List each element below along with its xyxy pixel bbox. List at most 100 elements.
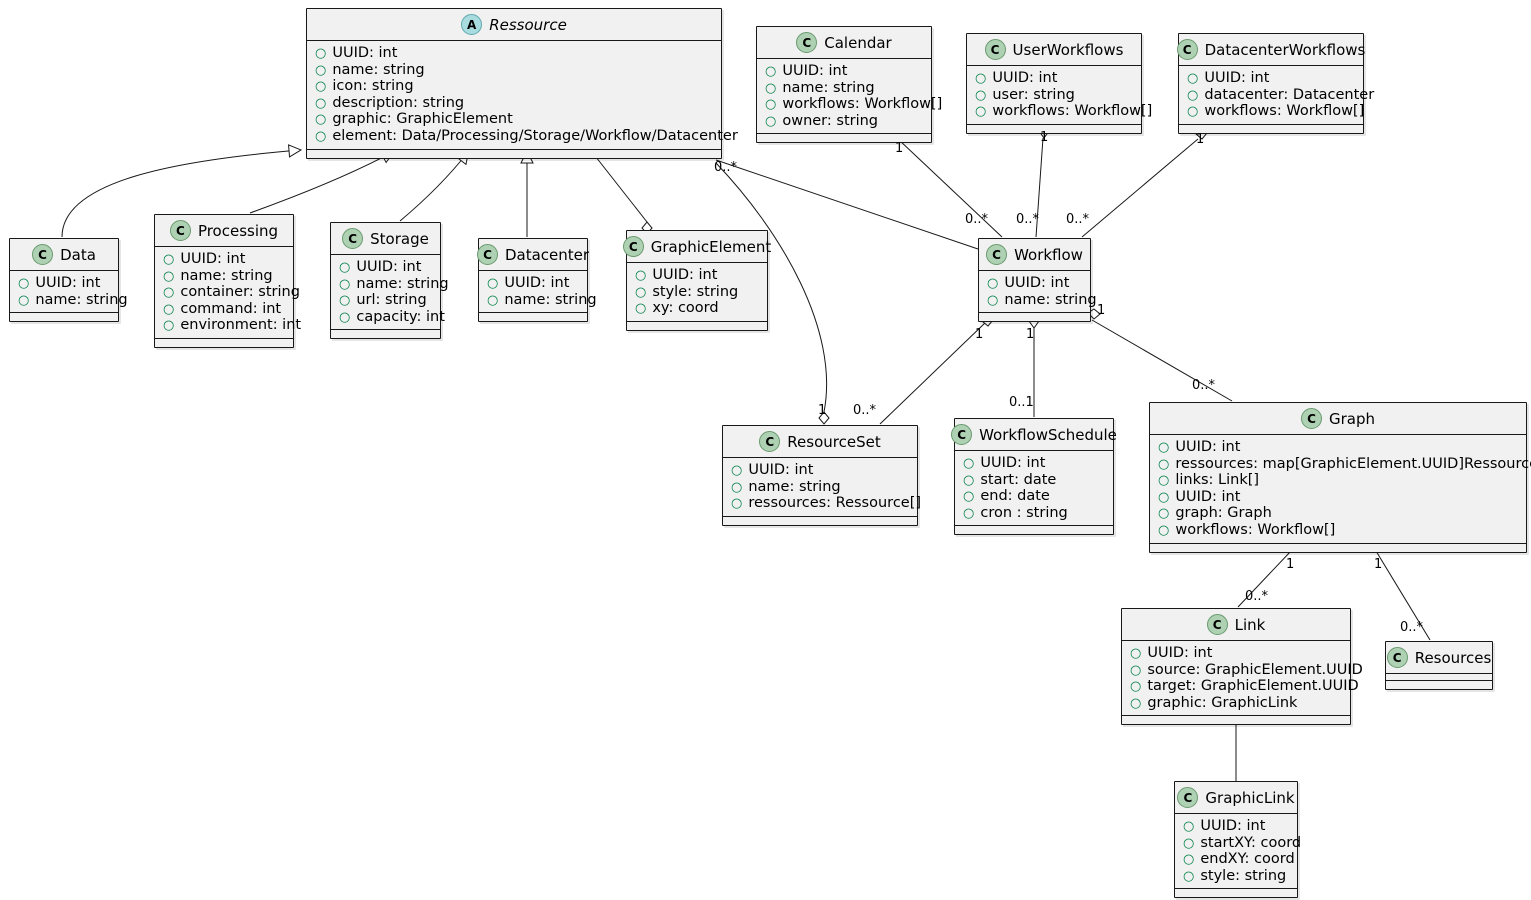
- attribute-row: ○graphic: GraphicLink: [1130, 695, 1342, 712]
- visibility-public-icon: ○: [1158, 506, 1170, 522]
- attribute-label: graph: Graph: [1175, 505, 1272, 522]
- attribute-label: UUID: int: [652, 267, 718, 283]
- visibility-public-icon: ○: [765, 64, 777, 79]
- attribute-row: ○UUID: int: [315, 45, 713, 62]
- attribute-row: ○style: string: [1183, 868, 1289, 885]
- visibility-public-icon: ○: [731, 479, 743, 495]
- attribute-row: ○name: string: [163, 268, 285, 285]
- attribute-label: UUID: int: [980, 455, 1046, 471]
- attribute-row: ○workflows: Workflow[]: [975, 103, 1152, 120]
- attribute-label: end: date: [980, 488, 1050, 505]
- attribute-label: environment: int: [180, 317, 302, 334]
- attribute-label: start: date: [980, 471, 1057, 488]
- class-title-resourceset: ResourceSet: [787, 432, 881, 451]
- class-title-graphiclink: GraphicLink: [1205, 788, 1295, 807]
- visibility-public-icon: ○: [315, 46, 327, 61]
- visibility-public-icon: ○: [1158, 456, 1170, 472]
- multiplicity-label: 0..*: [1016, 212, 1040, 227]
- edge-processing-to-ressource: [249, 152, 393, 214]
- visibility-public-icon: ○: [1158, 522, 1170, 538]
- visibility-public-icon: ○: [765, 113, 777, 129]
- attribute-label: cron : string: [980, 504, 1068, 521]
- multiplicity-label: 1: [1374, 557, 1383, 572]
- visibility-public-icon: ○: [339, 276, 351, 292]
- edge-storage-to-ressource: [399, 152, 468, 222]
- attribute-row: ○name: string: [487, 292, 597, 309]
- attribute-label: icon: string: [332, 78, 414, 95]
- attribute-row: ○owner: string: [765, 113, 923, 130]
- class-methods-calendar: [757, 134, 931, 143]
- multiplicity-label: 1: [1286, 557, 1295, 572]
- attribute-row: ○name: string: [765, 80, 923, 97]
- attribute-label: UUID: int: [1147, 645, 1213, 661]
- visibility-public-icon: ○: [1183, 868, 1195, 884]
- class-icon: C: [759, 431, 781, 452]
- visibility-public-icon: ○: [765, 97, 777, 113]
- class-header-resourceset: C ResourceSet: [723, 426, 917, 458]
- class-attributes-datacenter: ○UUID: int○name: string: [479, 271, 597, 314]
- attribute-row: ○UUID: int: [1187, 70, 1355, 87]
- attribute-row: ○capacity: int: [339, 309, 445, 326]
- visibility-public-icon: ○: [987, 276, 999, 291]
- visibility-public-icon: ○: [18, 276, 30, 291]
- visibility-public-icon: ○: [963, 456, 975, 471]
- visibility-public-icon: ○: [963, 489, 975, 505]
- visibility-public-icon: ○: [1130, 662, 1142, 678]
- class-title-link: Link: [1234, 615, 1266, 634]
- attribute-label: UUID: int: [1175, 488, 1241, 505]
- class-title-workflow: Workflow: [1014, 245, 1083, 264]
- visibility-public-icon: ○: [315, 112, 327, 128]
- visibility-public-icon: ○: [339, 309, 351, 325]
- attribute-label: source: GraphicElement.UUID: [1147, 661, 1363, 678]
- visibility-public-icon: ○: [315, 79, 327, 95]
- attribute-row: ○command: int: [163, 301, 285, 318]
- attribute-row: ○name: string: [315, 62, 713, 79]
- attribute-label: target: GraphicElement.UUID: [1147, 678, 1359, 695]
- class-title-processing: Processing: [197, 221, 279, 240]
- class-methods-resources: [1386, 681, 1492, 689]
- attribute-row: ○ressources: Ressource[]: [731, 495, 921, 512]
- visibility-public-icon: ○: [163, 268, 175, 284]
- visibility-public-icon: ○: [1183, 819, 1195, 834]
- attribute-label: graphic: GraphicElement: [332, 111, 513, 128]
- attribute-row: ○UUID: int: [975, 70, 1133, 87]
- attribute-label: name: string: [748, 478, 841, 495]
- class-attributes-link: ○UUID: int○source: GraphicElement.UUID○t…: [1122, 641, 1363, 717]
- attribute-row: ○workflows: Workflow[]: [1187, 103, 1364, 120]
- visibility-public-icon: ○: [1183, 852, 1195, 868]
- class-attributes-datacenterworkflows: ○UUID: int○datacenter: Datacenter○workfl…: [1179, 66, 1374, 125]
- visibility-public-icon: ○: [1158, 473, 1170, 489]
- attribute-row: ○name: string: [18, 292, 128, 309]
- class-title-ressource: Ressource: [489, 15, 567, 34]
- attribute-label: description: string: [332, 94, 465, 111]
- attribute-label: style: string: [652, 283, 739, 300]
- attribute-label: container: string: [180, 284, 300, 301]
- attribute-row: ○environment: int: [163, 317, 301, 334]
- class-methods-data: [10, 313, 118, 322]
- attribute-row: ○workflows: Workflow[]: [1158, 522, 1518, 539]
- visibility-public-icon: ○: [1183, 835, 1195, 851]
- attribute-row: ○links: Link[]: [1158, 472, 1518, 489]
